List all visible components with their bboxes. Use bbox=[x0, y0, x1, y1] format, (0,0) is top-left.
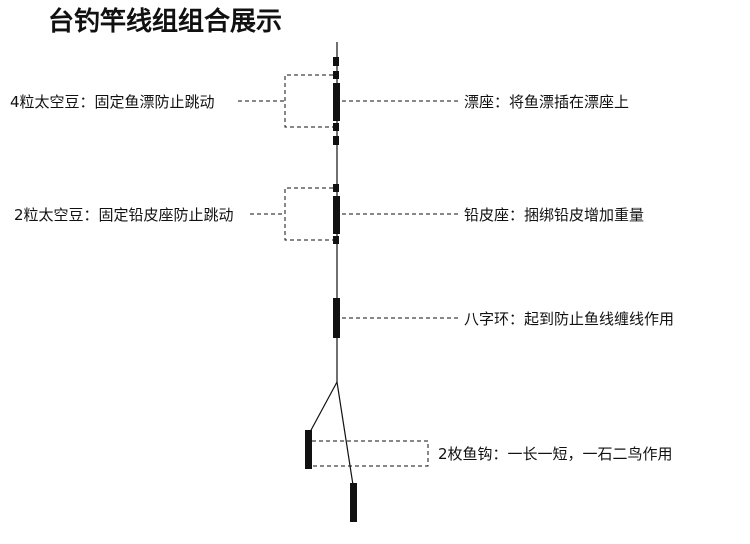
hooks-label: 2枚鱼钩：一长一短，一石二鸟作用 bbox=[438, 445, 673, 463]
diagram-title: 台钓竿线组组合展示 bbox=[48, 6, 282, 37]
beans-top-label: 4粒太空豆：固定鱼漂防止跳动 bbox=[10, 93, 215, 111]
sub-line-long bbox=[336, 381, 354, 486]
space-bean-1 bbox=[333, 57, 339, 66]
hook-long bbox=[350, 483, 357, 522]
space-bean-4 bbox=[333, 136, 339, 145]
beans-top-bracket bbox=[284, 74, 333, 128]
space-bean-3 bbox=[333, 123, 339, 131]
sub-line-short bbox=[309, 381, 338, 433]
lead-seat-label: 铅皮座：捆绑铅皮增加重量 bbox=[464, 206, 644, 224]
hooks-bracket bbox=[312, 440, 429, 467]
space-bean-6 bbox=[333, 236, 339, 244]
space-bean-5 bbox=[333, 184, 339, 192]
lead-seat bbox=[333, 196, 340, 234]
space-bean-2 bbox=[333, 71, 339, 79]
swivel bbox=[333, 298, 340, 338]
hook-short bbox=[305, 430, 312, 469]
float-seat-label: 漂座：将鱼漂插在漂座上 bbox=[464, 93, 629, 111]
swivel-label: 八字环：起到防止鱼线缠线作用 bbox=[464, 310, 674, 328]
beans-mid-label: 2粒太空豆：固定铅皮座防止跳动 bbox=[14, 206, 234, 224]
float-seat bbox=[333, 83, 340, 121]
beans-mid-bracket bbox=[284, 187, 333, 241]
